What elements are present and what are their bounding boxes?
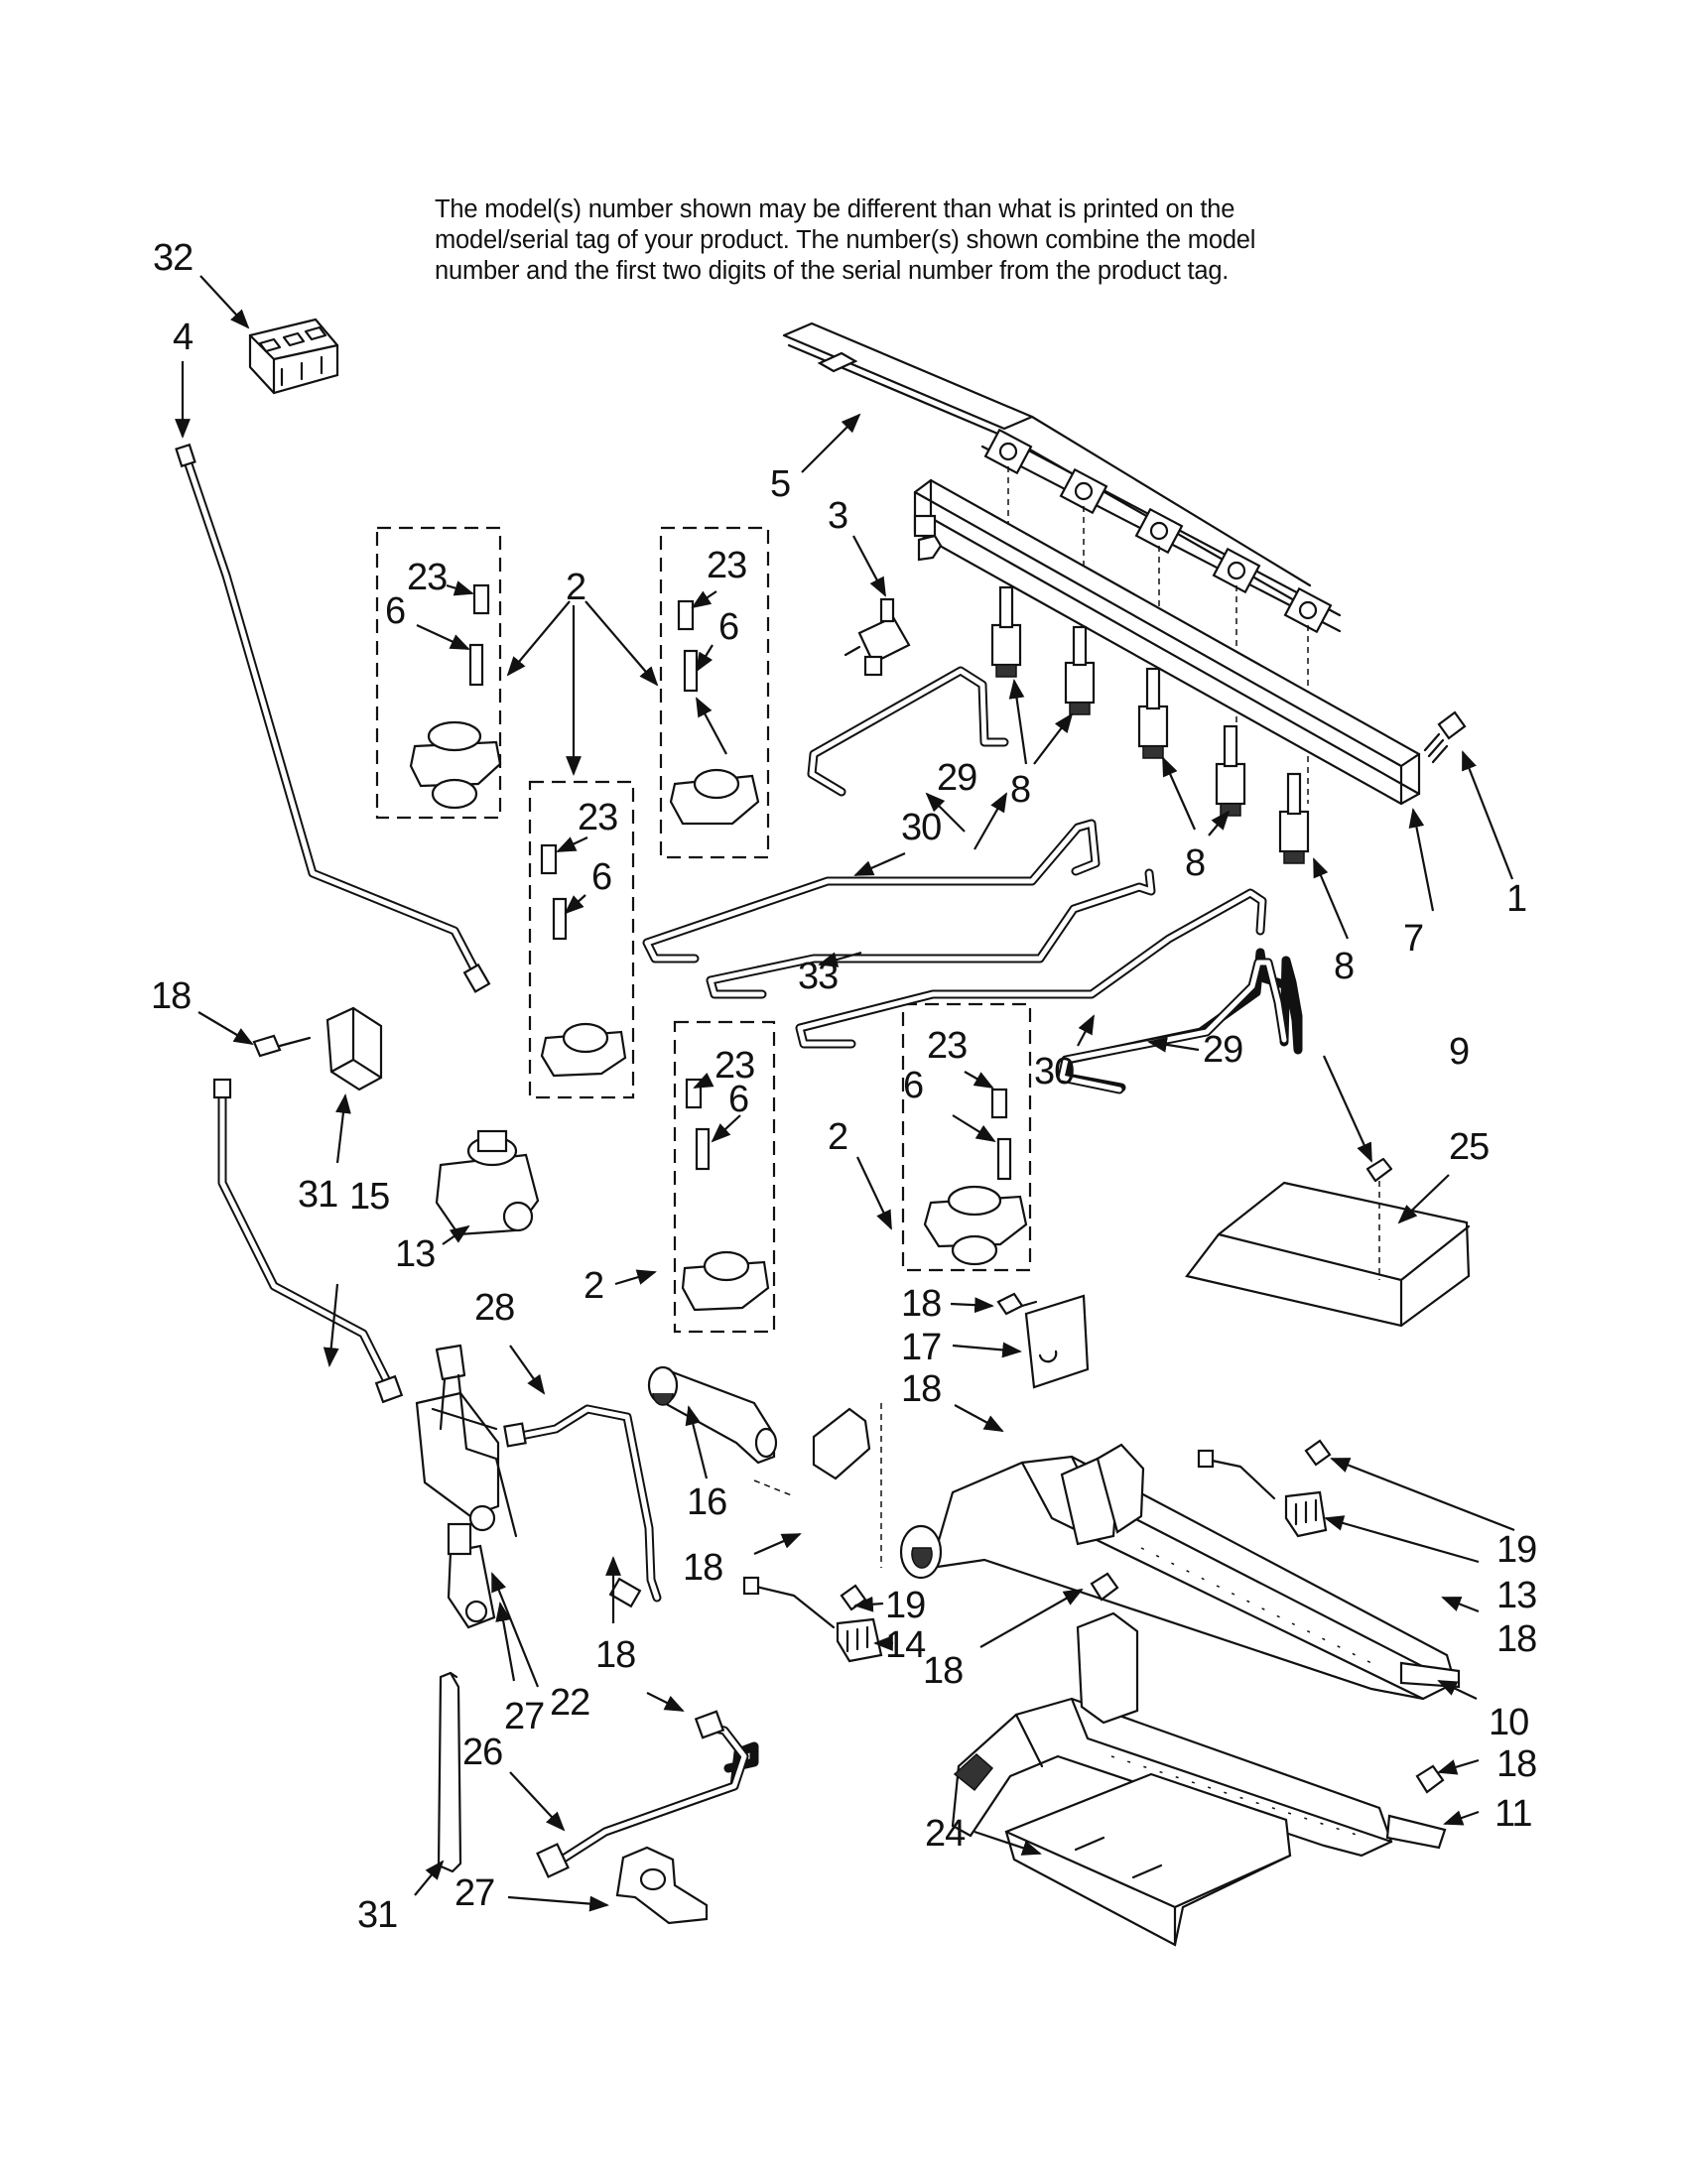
gas-tube-4-part xyxy=(175,443,491,993)
callout-23-box4: 23 xyxy=(714,1045,754,1087)
callout-22: 25 xyxy=(1449,1126,1489,1168)
callout-14: 15 xyxy=(349,1176,389,1218)
callout-2-top: 2 xyxy=(566,567,585,608)
callout-23-box1: 23 xyxy=(407,557,447,598)
callout-29-top: 29 xyxy=(937,757,976,799)
callout-11: 11 xyxy=(1494,1793,1531,1835)
callout-15: 16 xyxy=(687,1481,726,1523)
bracket-28-part xyxy=(252,1006,383,1092)
terminal-block-part xyxy=(248,318,339,395)
callout-21: 22 xyxy=(550,1682,589,1724)
callout-26: 28 xyxy=(474,1287,514,1329)
callout-19-mid: 19 xyxy=(885,1585,925,1626)
spark-harness-part xyxy=(782,321,1312,611)
gas-tube-24-part xyxy=(536,1710,759,1878)
callout-7: 7 xyxy=(1403,918,1423,960)
callout-18-mid: 18 xyxy=(901,1368,941,1410)
callout-19-right: 19 xyxy=(1496,1529,1536,1571)
gas-tube-14-part xyxy=(212,1078,404,1404)
heat-shield-part xyxy=(1185,1157,1471,1328)
callout-29-bottom: 29 xyxy=(1203,1029,1242,1071)
notice-line-3: number and the first two digits of the s… xyxy=(435,257,1230,285)
manifold-pipe-part xyxy=(913,478,1421,806)
callout-18-center: 18 xyxy=(923,1650,963,1692)
valve-3-part xyxy=(844,597,911,677)
mounting-bracket-27-part xyxy=(615,1846,709,1925)
callout-13-right: 13 xyxy=(1496,1575,1536,1616)
notice-line-2: model/serial tag of your product. The nu… xyxy=(435,226,1256,254)
callout-2-right: 2 xyxy=(828,1116,847,1158)
burner-heads-part xyxy=(409,583,1028,1312)
callout-6-box4: 6 xyxy=(728,1079,748,1120)
callout-10: 10 xyxy=(1489,1702,1528,1743)
callout-18-right-a: 18 xyxy=(1496,1618,1536,1660)
callout-8-left: 8 xyxy=(1010,769,1030,811)
callout-3: 3 xyxy=(828,495,847,537)
callout-6-box1: 6 xyxy=(385,590,405,632)
callout-8-mid: 8 xyxy=(1185,842,1205,884)
callout-30-bottom: 30 xyxy=(1034,1051,1074,1092)
callout-16: 17 xyxy=(901,1327,941,1368)
callout-12: 13 xyxy=(395,1233,435,1275)
callout-30-top: 30 xyxy=(901,807,941,848)
mounting-plate-16-part xyxy=(996,1292,1090,1389)
burner-tube-15-part xyxy=(647,1365,882,1568)
igniters-part xyxy=(742,1439,1332,1663)
callout-23-box2: 23 xyxy=(707,545,746,586)
callout-31: 31 xyxy=(357,1894,397,1936)
callout-1: 1 xyxy=(1506,878,1526,920)
callout-5: 5 xyxy=(770,463,790,505)
callout-6-box2: 6 xyxy=(718,606,738,648)
screw-1-part xyxy=(1423,710,1467,764)
burner-tubes-part xyxy=(642,666,1303,1094)
callout-24: 26 xyxy=(462,1732,502,1773)
callout-labels: 32 4 5 3 2 23 6 23 6 23 6 29 8 8 8 7 1 3… xyxy=(151,237,1537,1936)
callout-17: 18 xyxy=(595,1634,635,1676)
callout-9: 9 xyxy=(1449,1031,1469,1073)
callout-18-right-b: 18 xyxy=(1496,1743,1536,1785)
model-number-notice: The model(s) number shown may be differe… xyxy=(435,194,1387,287)
safety-valve-part xyxy=(415,1344,662,1629)
burner-valves-part xyxy=(990,585,1310,864)
callout-25: 27 xyxy=(504,1696,544,1737)
notice-line-1: The model(s) number shown may be differe… xyxy=(435,195,1235,223)
callout-leaders xyxy=(175,275,1515,1912)
broil-shield-20-part xyxy=(1004,1772,1292,1947)
callout-20: 24 xyxy=(925,1813,966,1855)
thermocouple-part xyxy=(437,1671,462,1873)
burner-assembly-boxes xyxy=(375,526,1032,1334)
callout-6-box5: 6 xyxy=(903,1065,923,1106)
callout-18-left: 18 xyxy=(151,975,191,1017)
callout-18-lower: 18 xyxy=(683,1547,722,1589)
callout-18-plate: 18 xyxy=(901,1283,941,1325)
callout-28: 31 xyxy=(298,1174,337,1216)
callout-33: 33 xyxy=(798,956,838,997)
callout-2-left: 2 xyxy=(584,1265,603,1307)
oven-burner-10-part xyxy=(899,1443,1461,1701)
callout-23-box3: 23 xyxy=(578,797,617,838)
callout-23-box5: 23 xyxy=(927,1025,967,1067)
broil-burner-11-part xyxy=(951,1572,1447,1858)
callout-27: 27 xyxy=(454,1872,494,1914)
callout-32: 32 xyxy=(153,237,193,279)
pressure-regulator-part xyxy=(435,1129,540,1236)
callout-4: 4 xyxy=(173,317,194,358)
callout-8-right: 8 xyxy=(1334,946,1354,987)
callout-6-box3: 6 xyxy=(591,856,611,898)
callout-13-mid: 14 xyxy=(885,1624,926,1666)
